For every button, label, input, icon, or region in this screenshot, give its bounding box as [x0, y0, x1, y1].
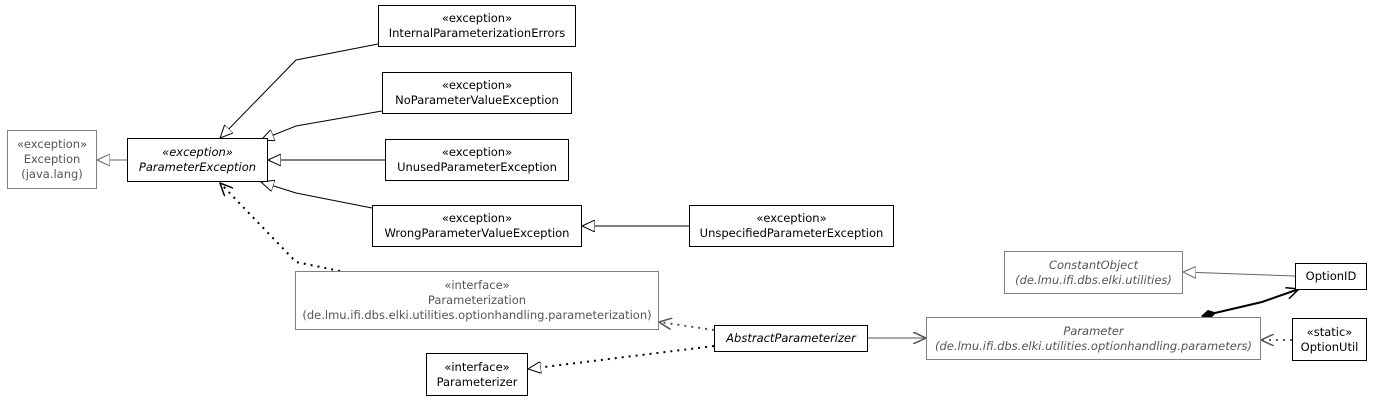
node-name: Parameter [1063, 323, 1124, 338]
node-stereotype: «exception» [441, 78, 513, 92]
node-package: (java.lang) [21, 167, 83, 181]
node-stereotype: «interface» [444, 278, 510, 292]
node-name: ParameterException [138, 160, 257, 174]
edge-abstractparameterizer-to-parameterization [659, 322, 715, 331]
node-stereotype: «exception» [16, 137, 88, 151]
node-name: UnspecifiedParameterException [699, 226, 884, 240]
node-name: UnusedParameterException [397, 160, 557, 174]
node-option-util[interactable]: «static» OptionUtil [1292, 318, 1367, 361]
node-name: AbstractParameterizer [726, 331, 856, 345]
node-wrong-parameter-value-exception[interactable]: «exception» WrongParameterValueException [372, 205, 582, 247]
node-unspecified-parameter-exception[interactable]: «exception» UnspecifiedParameterExceptio… [689, 205, 894, 247]
node-stereotype: «exception» [441, 145, 513, 159]
node-stereotype: «exception» [162, 145, 233, 159]
node-name: Exception [23, 152, 81, 166]
node-name: ConstantObject [1048, 257, 1139, 272]
node-name: InternalParameterizationErrors [388, 26, 566, 40]
edge-wrongparametervalue-to-parameterexception [261, 182, 373, 209]
node-stereotype: «interface» [444, 359, 510, 374]
node-parameter[interactable]: Parameter (de.lmu.ifi.dbs.elki.utilities… [926, 317, 1261, 360]
node-package: (de.lmu.ifi.dbs.elki.utilities.optionhan… [934, 338, 1253, 353]
edge-optionid-to-constantobject [1183, 272, 1296, 276]
node-parameterizer-interface[interactable]: «interface» Parameterizer [426, 353, 528, 396]
node-name: Parameterizer [436, 374, 518, 389]
node-name: Parameterization [427, 293, 527, 307]
node-name: NoParameterValueException [395, 93, 559, 107]
node-constant-object[interactable]: ConstantObject (de.lmu.ifi.dbs.elki.util… [1004, 251, 1183, 294]
edge-abstractparameterizer-to-parameterizer [528, 345, 715, 369]
node-unused-parameter-exception[interactable]: «exception» UnusedParameterException [385, 139, 569, 181]
node-option-id[interactable]: OptionID [1295, 263, 1367, 290]
node-stereotype: «exception» [441, 211, 513, 225]
node-exception-java-lang[interactable]: «exception» Exception (java.lang) [7, 130, 97, 189]
node-name: OptionUtil [1300, 339, 1359, 354]
node-parameter-exception[interactable]: «exception» ParameterException [127, 138, 268, 182]
node-package: (de.lmu.ifi.dbs.elki.utilities) [1015, 272, 1172, 287]
edge-noparametervalue-to-parameterexception [261, 110, 383, 140]
node-package: (de.lmu.ifi.dbs.elki.utilities.optionhan… [302, 308, 652, 322]
edge-internalerrors-to-parameterexception [220, 43, 379, 138]
node-parameterization-interface[interactable]: «interface» Parameterization (de.lmu.ifi… [295, 271, 659, 330]
node-stereotype: «exception» [441, 11, 513, 25]
node-no-parameter-value-exception[interactable]: «exception» NoParameterValueException [382, 72, 572, 114]
node-stereotype: «exception» [756, 211, 827, 225]
edge-parameterization-to-parameterexception [220, 183, 341, 272]
node-name: WrongParameterValueException [384, 226, 570, 240]
node-stereotype: «static» [1306, 324, 1353, 339]
edge-parameter-to-optionid [1202, 289, 1299, 316]
node-abstract-parameterizer[interactable]: AbstractParameterizer [714, 325, 868, 352]
node-name: OptionID [1305, 269, 1357, 283]
node-internal-parameterization-errors[interactable]: «exception» InternalParameterizationErro… [378, 5, 576, 47]
